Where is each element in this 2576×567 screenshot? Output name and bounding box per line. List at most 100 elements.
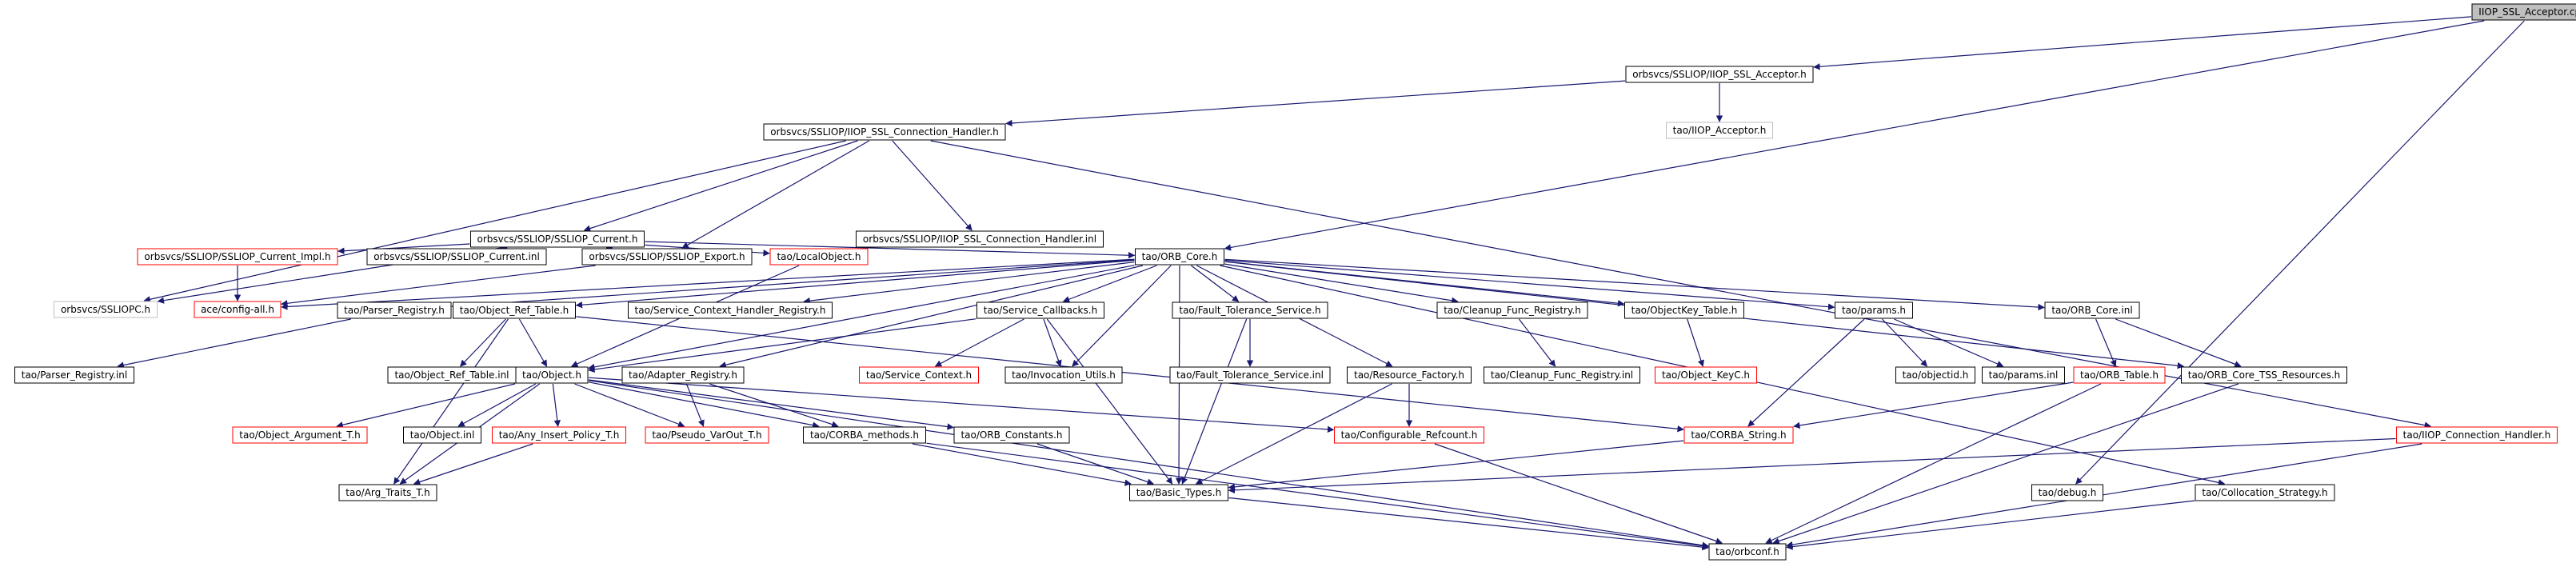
- node-label: tao/IIOP_Connection_Handler.h: [2403, 429, 2551, 441]
- node-objrefinl[interactable]: tao/Object_Ref_Table.inl: [387, 366, 517, 384]
- edge-iiopconn-to-orbconf: [1786, 443, 2422, 549]
- node-objinl[interactable]: tao/Object.inl: [403, 426, 481, 444]
- node-label: ace/config-all.h: [201, 304, 274, 315]
- node-curinl[interactable]: orbsvcs/SSLIOP/SSLIOP_Current.inl: [366, 248, 547, 266]
- edge-orbcore-to-object: [588, 265, 1135, 371]
- node-box: [581, 248, 753, 266]
- node-orbcoreinl[interactable]: tao/ORB_Core.inl: [2044, 301, 2140, 319]
- node-cleanup[interactable]: tao/Cleanup_Func_Registry.h: [1436, 301, 1588, 319]
- edge-current-to-curimpl: [337, 243, 470, 254]
- edge-acc-to-conn: [1005, 80, 1626, 127]
- node-parserinl[interactable]: tao/Parser_Registry.inl: [14, 366, 134, 384]
- node-label: tao/Arg_Traits_T.h: [345, 487, 429, 498]
- node-acc[interactable]: orbsvcs/SSLIOP/IIOP_SSL_Acceptor.h: [1625, 66, 1814, 83]
- node-objkey[interactable]: tao/ObjectKey_Table.h: [1624, 301, 1744, 319]
- node-label: tao/Service_Context.h: [866, 369, 972, 381]
- edge-iiopconn-to-basic: [1228, 437, 2396, 494]
- node-box: [232, 426, 368, 444]
- edge-object-to-objarg: [336, 383, 516, 429]
- node-sslc[interactable]: orbsvcs/SSLIOPC.h: [54, 301, 158, 318]
- node-localobj[interactable]: tao/LocalObject.h: [769, 248, 869, 266]
- node-curimpl[interactable]: orbsvcs/SSLIOP/SSLIOP_Current_Impl.h: [137, 248, 338, 266]
- node-label: tao/ORB_Core.inl: [2051, 305, 2132, 316]
- node-label: tao/Parser_Registry.inl: [22, 369, 128, 381]
- node-argtraits[interactable]: tao/Arg_Traits_T.h: [338, 484, 437, 501]
- edge-root-to-orbcore: [1224, 20, 2485, 251]
- edge-orbcoreinl-to-orbtable: [2095, 318, 2117, 367]
- node-box: [1004, 366, 1123, 384]
- edge-colloc-to-orbconf: [1786, 500, 2195, 550]
- node-corbastr[interactable]: tao/CORBA_String.h: [1683, 426, 1794, 444]
- node-label: tao/Parser_Registry.h: [344, 305, 445, 316]
- node-current[interactable]: orbsvcs/SSLIOP/SSLIOP_Current.h: [470, 230, 645, 248]
- node-label: tao/Fault_Tolerance_Service.inl: [1176, 369, 1324, 381]
- node-conn[interactable]: orbsvcs/SSLIOP/IIOP_SSL_Connection_Handl…: [763, 123, 1006, 141]
- node-box: [54, 301, 158, 318]
- node-orbconf[interactable]: tao/orbconf.h: [1708, 543, 1787, 561]
- node-orbtable[interactable]: tao/ORB_Table.h: [2073, 366, 2166, 384]
- node-svcctxh[interactable]: tao/Service_Context.h: [859, 366, 979, 384]
- node-paramsinl[interactable]: tao/params.inl: [1982, 366, 2065, 384]
- node-corbameth[interactable]: tao/CORBA_methods.h: [803, 426, 926, 444]
- node-iiopconn[interactable]: tao/IIOP_Connection_Handler.h: [2396, 426, 2558, 444]
- node-objref[interactable]: tao/Object_Ref_Table.h: [453, 301, 576, 319]
- node-box: [763, 123, 1006, 141]
- node-box: [194, 301, 282, 318]
- edge-object-to-orbconf: [588, 380, 1709, 549]
- node-debug[interactable]: tao/debug.h: [2031, 484, 2103, 501]
- edge-orbcore-to-parser: [451, 259, 1135, 309]
- edge-conn-to-current: [583, 140, 858, 232]
- node-faulttol[interactable]: tao/Fault_Tolerance_Service.h: [1172, 301, 1328, 319]
- edge-orbcore-to-faulttol: [1191, 265, 1240, 302]
- edge-object-to-objinl: [457, 383, 537, 427]
- node-label: orbsvcs/SSLIOP/IIOP_SSL_Connection_Handl…: [770, 126, 998, 138]
- edge-orbcore-to-invutils: [1072, 265, 1172, 367]
- node-box: [859, 366, 979, 384]
- node-invutils[interactable]: tao/Invocation_Utils.h: [1004, 366, 1123, 384]
- edge-resfact-to-basic: [1195, 383, 1392, 485]
- node-objkeyc[interactable]: tao/Object_KeyC.h: [1655, 366, 1757, 384]
- node-basic[interactable]: tao/Basic_Types.h: [1129, 484, 1228, 501]
- node-box: [515, 366, 589, 384]
- edge-object-to-confref: [588, 377, 1335, 433]
- node-export[interactable]: orbsvcs/SSLIOP/SSLIOP_Export.h: [581, 248, 753, 266]
- node-label: orbsvcs/SSLIOP/SSLIOP_Current_Impl.h: [144, 251, 330, 262]
- node-pseudo[interactable]: tao/Pseudo_VarOut_T.h: [645, 426, 769, 444]
- node-box: [1334, 426, 1484, 444]
- node-conninl[interactable]: orbsvcs/SSLIOP/IIOP_SSL_Connection_Handl…: [856, 230, 1104, 248]
- edge-corbameth-to-orbconf: [926, 442, 1709, 549]
- edge-tss-to-orbconf: [1772, 383, 2239, 545]
- node-objectid[interactable]: tao/objectid.h: [1895, 366, 1975, 384]
- node-iiopacc[interactable]: tao/IIOP_Acceptor.h: [1666, 122, 1773, 139]
- node-objarg[interactable]: tao/Object_Argument_T.h: [232, 426, 368, 444]
- node-svcctx[interactable]: tao/Service_Context_Handler_Registry.h: [628, 301, 833, 319]
- nodes-layer: IIOP_SSL_Acceptor.cpp orbsvcs/SSLIOP/IIOP…: [14, 3, 2576, 561]
- node-svccb[interactable]: tao/Service_Callbacks.h: [976, 301, 1104, 319]
- node-root[interactable]: IIOP_SSL_Acceptor.cpp: [2471, 3, 2576, 21]
- node-box: [645, 426, 769, 444]
- node-object[interactable]: tao/Object.h: [515, 366, 589, 384]
- node-box: [453, 301, 576, 319]
- node-parser[interactable]: tao/Parser_Registry.h: [337, 301, 452, 319]
- edge-objkey-to-objkeyc: [1687, 318, 1704, 367]
- node-confref[interactable]: tao/Configurable_Refcount.h: [1334, 426, 1484, 444]
- node-params[interactable]: tao/params.h: [1835, 301, 1913, 319]
- node-orbconst[interactable]: tao/ORB_Constants.h: [953, 426, 1070, 444]
- node-adapter[interactable]: tao/Adapter_Registry.h: [621, 366, 745, 384]
- node-configall[interactable]: ace/config-all.h: [194, 301, 282, 318]
- node-box: [2471, 3, 2576, 21]
- node-resfact[interactable]: tao/Resource_Factory.h: [1347, 366, 1472, 384]
- edge-objref-to-argtraits: [393, 318, 509, 485]
- node-anyins[interactable]: tao/Any_Insert_Policy_T.h: [492, 426, 626, 444]
- node-box: [2396, 426, 2558, 444]
- edge-objref-to-corbastr: [576, 316, 1684, 433]
- node-box: [2031, 484, 2103, 501]
- edge-root-to-debug: [2075, 20, 2525, 485]
- node-colloc[interactable]: tao/Collocation_Strategy.h: [2195, 484, 2335, 501]
- node-tss[interactable]: tao/ORB_Core_TSS_Resources.h: [2181, 366, 2347, 384]
- edge-orbcore-to-svccb: [1062, 265, 1157, 303]
- node-orbcore[interactable]: tao/ORB_Core.h: [1135, 248, 1224, 266]
- node-faulttolinl[interactable]: tao/Fault_Tolerance_Service.inl: [1169, 366, 1331, 384]
- node-cleanupinl[interactable]: tao/Cleanup_Func_Registry.inl: [1484, 366, 1640, 384]
